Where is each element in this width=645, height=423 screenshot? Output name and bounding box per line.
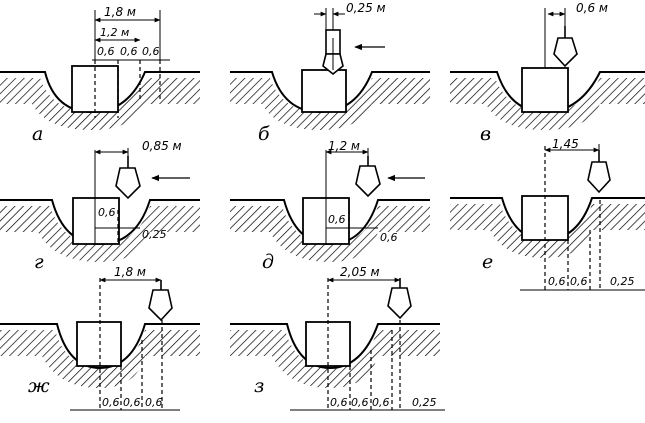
dim-seg-2: 0,6 — [570, 275, 588, 288]
dim-seg-1: 0,6 — [330, 396, 348, 409]
soil-hatch — [0, 330, 200, 388]
dim-distance: 1,45 — [552, 137, 579, 151]
soil-hatch — [0, 206, 200, 262]
panel-a: 1,8 м 1,2 м 0,6 0,6 0,6 а — [0, 5, 200, 145]
panel-letter: в — [480, 123, 491, 145]
pit-outline — [230, 323, 440, 370]
soil-hatch — [230, 206, 430, 262]
excavator-bucket-icon — [322, 29, 344, 76]
soil-hatch — [0, 78, 200, 130]
soil-block — [72, 197, 120, 245]
dim-seg-3: 0,6 — [372, 396, 390, 409]
soil-hatch — [230, 78, 430, 130]
dim-seg-3: 0,25 — [610, 275, 635, 288]
excavator-bucket-icon — [553, 26, 578, 68]
excavator-bucket-icon — [148, 280, 173, 322]
panel-e: 1,45 0,6 0,6 0,25 е — [450, 137, 645, 291]
dim-inner: 0,6 — [328, 213, 346, 226]
dim-distance: 1,2 м — [328, 139, 360, 153]
soil-block — [76, 321, 122, 367]
pit-outline — [0, 323, 200, 370]
dim-mid: 1,2 м — [100, 26, 129, 39]
dim-gap: 0,6 — [380, 231, 398, 244]
soil-block — [521, 67, 569, 113]
panel-letter: д — [262, 251, 274, 273]
panel-d: 1,2 м 0,6 0,6 д — [230, 139, 430, 273]
panel-letter: б — [258, 123, 270, 145]
panel-z: 2,05 м 0,6 0,6 0,6 0,25 з — [230, 265, 445, 411]
dim-distance: 0,25 м — [346, 1, 386, 15]
dim-seg-3: 0,6 — [142, 45, 160, 58]
panel-b: 0,25 м б — [230, 1, 430, 145]
panel-letter: ж — [28, 375, 50, 397]
soil-hatch — [450, 204, 645, 258]
dim-distance: 1,8 м — [114, 265, 146, 279]
dim-gap: 0,25 — [142, 228, 167, 241]
dim-inner: 0,6 — [98, 206, 116, 219]
excavator-bucket-icon — [115, 156, 141, 200]
excavator-bucket-icon — [587, 150, 611, 194]
soil-hatch — [230, 330, 440, 388]
dim-seg-1: 0,6 — [548, 275, 566, 288]
dim-distance: 2,05 м — [340, 265, 380, 279]
dim-total: 1,8 м — [104, 5, 136, 19]
dim-distance: 0,85 м — [142, 139, 182, 153]
dim-seg-3: 0,6 — [145, 396, 163, 409]
panel-letter: з — [254, 375, 264, 397]
panel-letter: е — [482, 251, 493, 273]
excavator-bucket-icon — [355, 156, 381, 198]
panel-g: 0,85 м 0,6 0,25 г — [0, 139, 200, 273]
dim-seg-2: 0,6 — [120, 45, 138, 58]
dim-seg-2: 0,6 — [123, 396, 141, 409]
dim-seg-4: 0,25 — [412, 396, 437, 409]
soil-block — [301, 69, 347, 113]
dim-seg-1: 0,6 — [97, 45, 115, 58]
dim-seg-2: 0,6 — [351, 396, 369, 409]
excavator-bucket-icon — [387, 278, 412, 320]
panel-zh: 1,8 м 0,6 0,6 0,6 ж — [0, 265, 200, 411]
soil-hatch — [450, 78, 645, 130]
dim-seg-1: 0,6 — [102, 396, 120, 409]
dim-distance: 0,6 м — [576, 1, 608, 15]
panel-letter: г — [34, 251, 44, 273]
panel-letter: а — [32, 123, 43, 145]
panel-v: 0,6 м в — [450, 1, 645, 145]
